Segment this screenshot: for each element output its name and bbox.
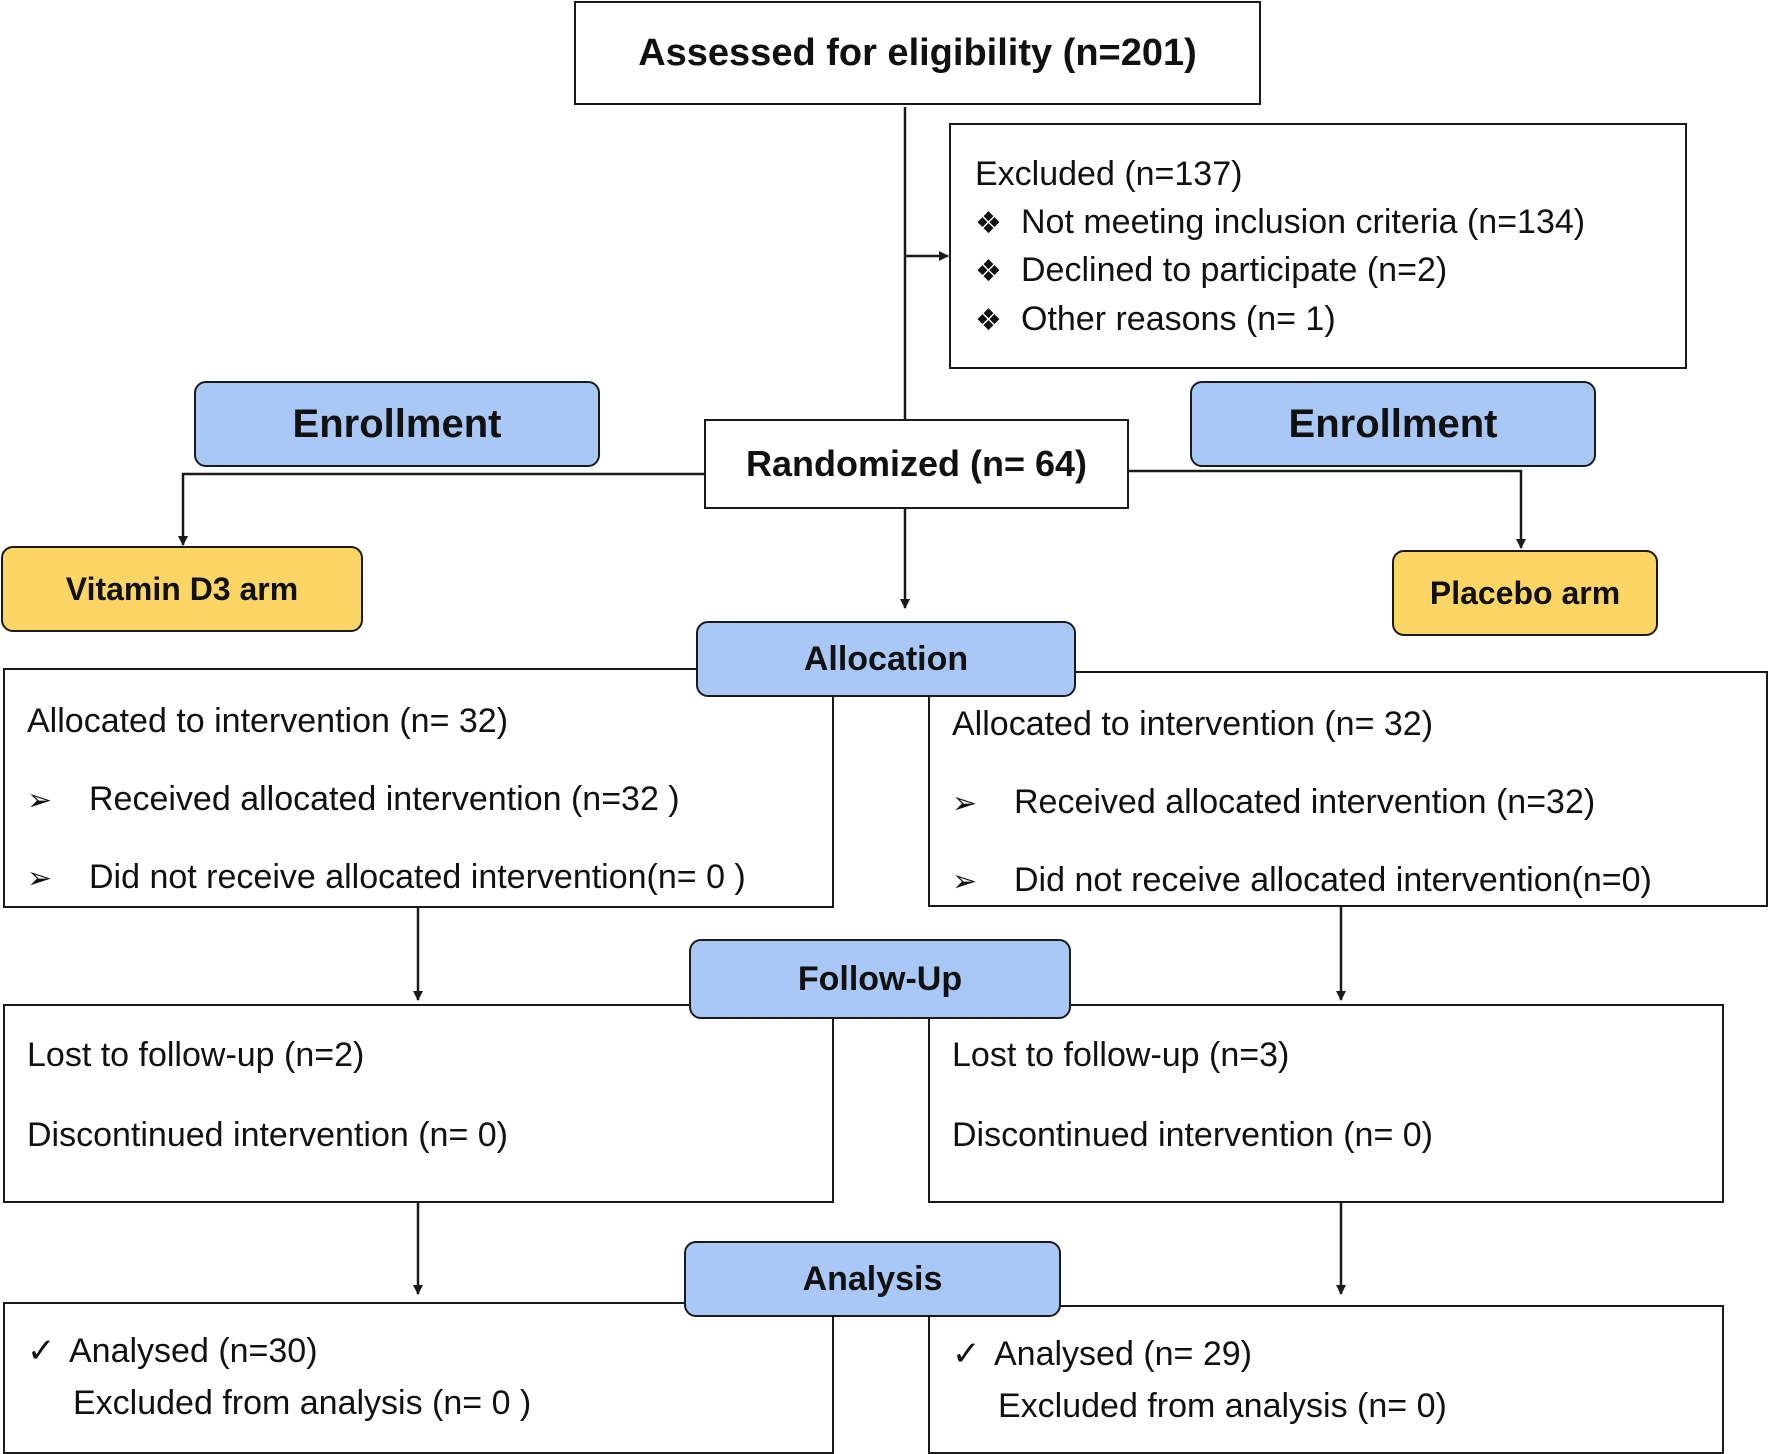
followup-right-box: Lost to follow-up (n=3) Discontinued int… xyxy=(928,1004,1724,1203)
analysis-right-box: ✓Analysed (n= 29) Excluded from analysis… xyxy=(928,1305,1724,1454)
check-mark-icon: ✓ xyxy=(27,1332,56,1370)
allocation-right-title: Allocated to intervention (n= 32) xyxy=(952,705,1434,743)
analysis-left-analysed: ✓Analysed (n=30) xyxy=(27,1332,318,1370)
randomized-label: Randomized (n= 64) xyxy=(745,443,1088,484)
analysis-left-box: ✓Analysed (n=30) Excluded from analysis … xyxy=(3,1302,834,1454)
enrollment-label-left: Enrollment xyxy=(194,381,600,467)
arrowhead-bullet-icon: ➢ xyxy=(27,862,53,895)
arrowhead-bullet-icon: ➢ xyxy=(952,865,978,898)
assessed-box: Assessed for eligibility (n=201) xyxy=(574,1,1261,105)
followup-right-discontinued: Discontinued intervention (n= 0) xyxy=(952,1116,1433,1154)
arrowhead-bullet-icon: ➢ xyxy=(27,784,53,817)
analysis-right-analysed: ✓Analysed (n= 29) xyxy=(952,1335,1252,1373)
followup-stage-label: Follow-Up xyxy=(689,939,1071,1019)
allocation-stage-label: Allocation xyxy=(696,621,1076,697)
excluded-item: ❖Not meeting inclusion criteria (n=134) xyxy=(975,203,1586,241)
diamond-cluster-icon: ❖ xyxy=(975,304,1002,337)
followup-right-lost: Lost to follow-up (n=3) xyxy=(952,1036,1290,1074)
allocation-right-item: ➢Received allocated intervention (n=32) xyxy=(952,783,1596,821)
allocation-left-item: ➢Did not receive allocated intervention(… xyxy=(27,858,746,896)
analysis-left-excluded: Excluded from analysis (n= 0 ) xyxy=(73,1384,532,1422)
vitamin-d3-arm: Vitamin D3 arm xyxy=(1,546,363,632)
excluded-box: Excluded (n=137) ❖Not meeting inclusion … xyxy=(949,123,1687,369)
allocation-left-box: Allocated to intervention (n= 32) ➢Recei… xyxy=(3,668,834,908)
diamond-cluster-icon: ❖ xyxy=(975,207,1002,240)
excluded-item: ❖Declined to participate (n=2) xyxy=(975,251,1448,289)
arrowhead-bullet-icon: ➢ xyxy=(952,787,978,820)
followup-left-lost: Lost to follow-up (n=2) xyxy=(27,1036,365,1074)
placebo-arm: Placebo arm xyxy=(1392,550,1658,636)
assessed-label: Assessed for eligibility (n=201) xyxy=(638,31,1197,74)
allocation-right-box: Allocated to intervention (n= 32) ➢Recei… xyxy=(928,671,1768,907)
followup-left-box: Lost to follow-up (n=2) Discontinued int… xyxy=(3,1004,834,1203)
followup-left-discontinued: Discontinued intervention (n= 0) xyxy=(27,1116,508,1154)
enrollment-label-right: Enrollment xyxy=(1190,381,1596,467)
analysis-stage-label: Analysis xyxy=(684,1241,1061,1317)
diamond-cluster-icon: ❖ xyxy=(975,255,1002,288)
allocation-right-item: ➢Did not receive allocated intervention(… xyxy=(952,861,1652,899)
allocation-left-item: ➢Received allocated intervention (n=32 ) xyxy=(27,780,680,818)
allocation-left-title: Allocated to intervention (n= 32) xyxy=(27,702,509,740)
excluded-item: ❖Other reasons (n= 1) xyxy=(975,300,1336,338)
check-mark-icon: ✓ xyxy=(952,1335,981,1373)
analysis-right-excluded: Excluded from analysis (n= 0) xyxy=(998,1387,1447,1425)
randomized-box: Randomized (n= 64) xyxy=(704,419,1129,509)
excluded-title: Excluded (n=137) xyxy=(975,155,1243,193)
